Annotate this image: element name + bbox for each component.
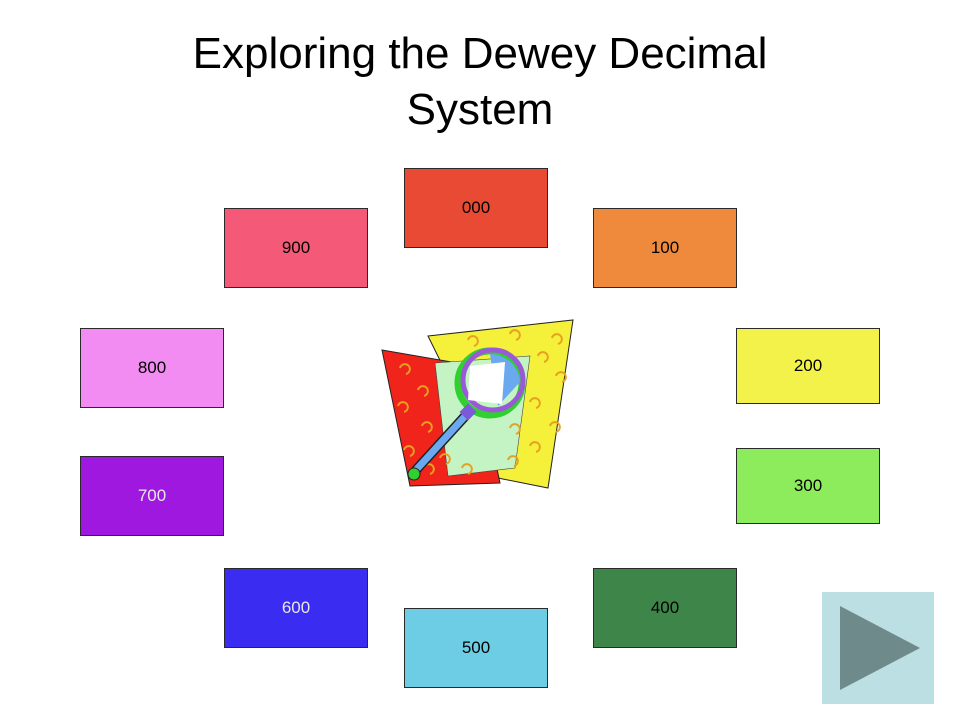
category-button-500[interactable]: 500 [404,608,548,688]
next-slide-button[interactable] [822,592,934,704]
magnifying-glass-icon [380,318,580,493]
play-arrow-icon [840,606,920,690]
category-label: 100 [650,238,680,257]
category-label: 900 [281,238,311,257]
category-label: 000 [461,198,491,217]
category-label: 200 [793,356,823,375]
category-button-100[interactable]: 100 [593,208,737,288]
category-button-800[interactable]: 800 [80,328,224,408]
category-label: 300 [793,476,823,495]
title-line-1: Exploring the Dewey Decimal [192,29,768,78]
category-button-000[interactable]: 000 [404,168,548,248]
category-button-300[interactable]: 300 [736,448,880,524]
category-button-700[interactable]: 700 [80,456,224,536]
title-line-2: System [406,85,554,134]
category-button-600[interactable]: 600 [224,568,368,648]
category-button-200[interactable]: 200 [736,328,880,404]
category-label: 600 [281,598,311,617]
page-title: Exploring the Dewey Decimal System [0,26,960,138]
category-button-400[interactable]: 400 [593,568,737,648]
category-label: 800 [137,358,167,377]
category-button-900[interactable]: 900 [224,208,368,288]
category-label: 700 [137,486,167,505]
category-label: 400 [650,598,680,617]
category-label: 500 [461,638,491,657]
